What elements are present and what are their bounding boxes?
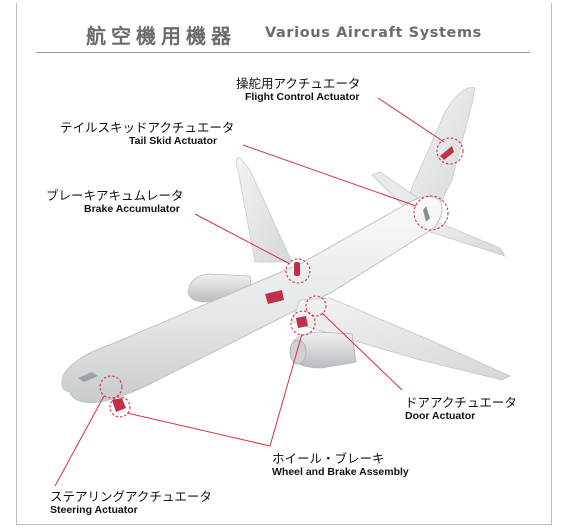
title-english: Various Aircraft Systems	[265, 25, 482, 41]
callout-brake-accumulator	[285, 258, 311, 284]
cockpit-windows	[78, 372, 98, 382]
vertical-stabilizer	[409, 87, 476, 213]
engine-right-intake	[289, 339, 307, 365]
callout-steering	[99, 375, 123, 399]
tail-skid-part	[423, 206, 430, 222]
label-flight-control-actuator: 操舵用アクチュエータ Flight Control Actuator	[236, 76, 361, 103]
callout-flight-control	[436, 137, 464, 165]
callout-wheel-brake-nose	[109, 396, 131, 418]
fuselage	[61, 196, 443, 404]
callout-door	[305, 295, 327, 317]
label-door-actuator: ドアアクチュエータ Door Actuator	[405, 395, 517, 422]
label-steering-actuator: ステアリングアクチュエータ Steering Actuator	[50, 489, 212, 516]
nose-wheel-part	[112, 398, 126, 412]
leader-door	[321, 312, 403, 391]
wheel-brake-part-main-2	[296, 316, 308, 328]
label-brake-accumulator: ブレーキアキュムレータ Brake Accumulator	[46, 188, 184, 215]
diagram-frame	[16, 3, 552, 525]
brake-accumulator-part	[294, 262, 300, 276]
leader-wheel-main	[269, 333, 303, 447]
title-divider	[36, 52, 530, 53]
title-japanese: 航空機用機器	[86, 24, 236, 48]
leader-steering	[54, 395, 105, 487]
leader-brake-accumulator	[194, 213, 291, 265]
callout-tail-skid	[413, 195, 449, 231]
label-tail-skid-actuator: テイルスキッドアクチュエータ Tail Skid Actuator	[60, 120, 235, 147]
callout-wheel-brake-main	[290, 310, 316, 336]
wing-left	[236, 157, 293, 263]
leader-flight-control	[377, 97, 445, 143]
flight-control-part	[440, 146, 454, 160]
wheel-brake-part-main	[265, 290, 284, 304]
leader-tail-skid	[242, 144, 417, 207]
leader-wheel-nose	[126, 412, 271, 447]
label-wheel-brake-assembly: ホイール・ブレーキ Wheel and Brake Assembly	[272, 451, 409, 478]
